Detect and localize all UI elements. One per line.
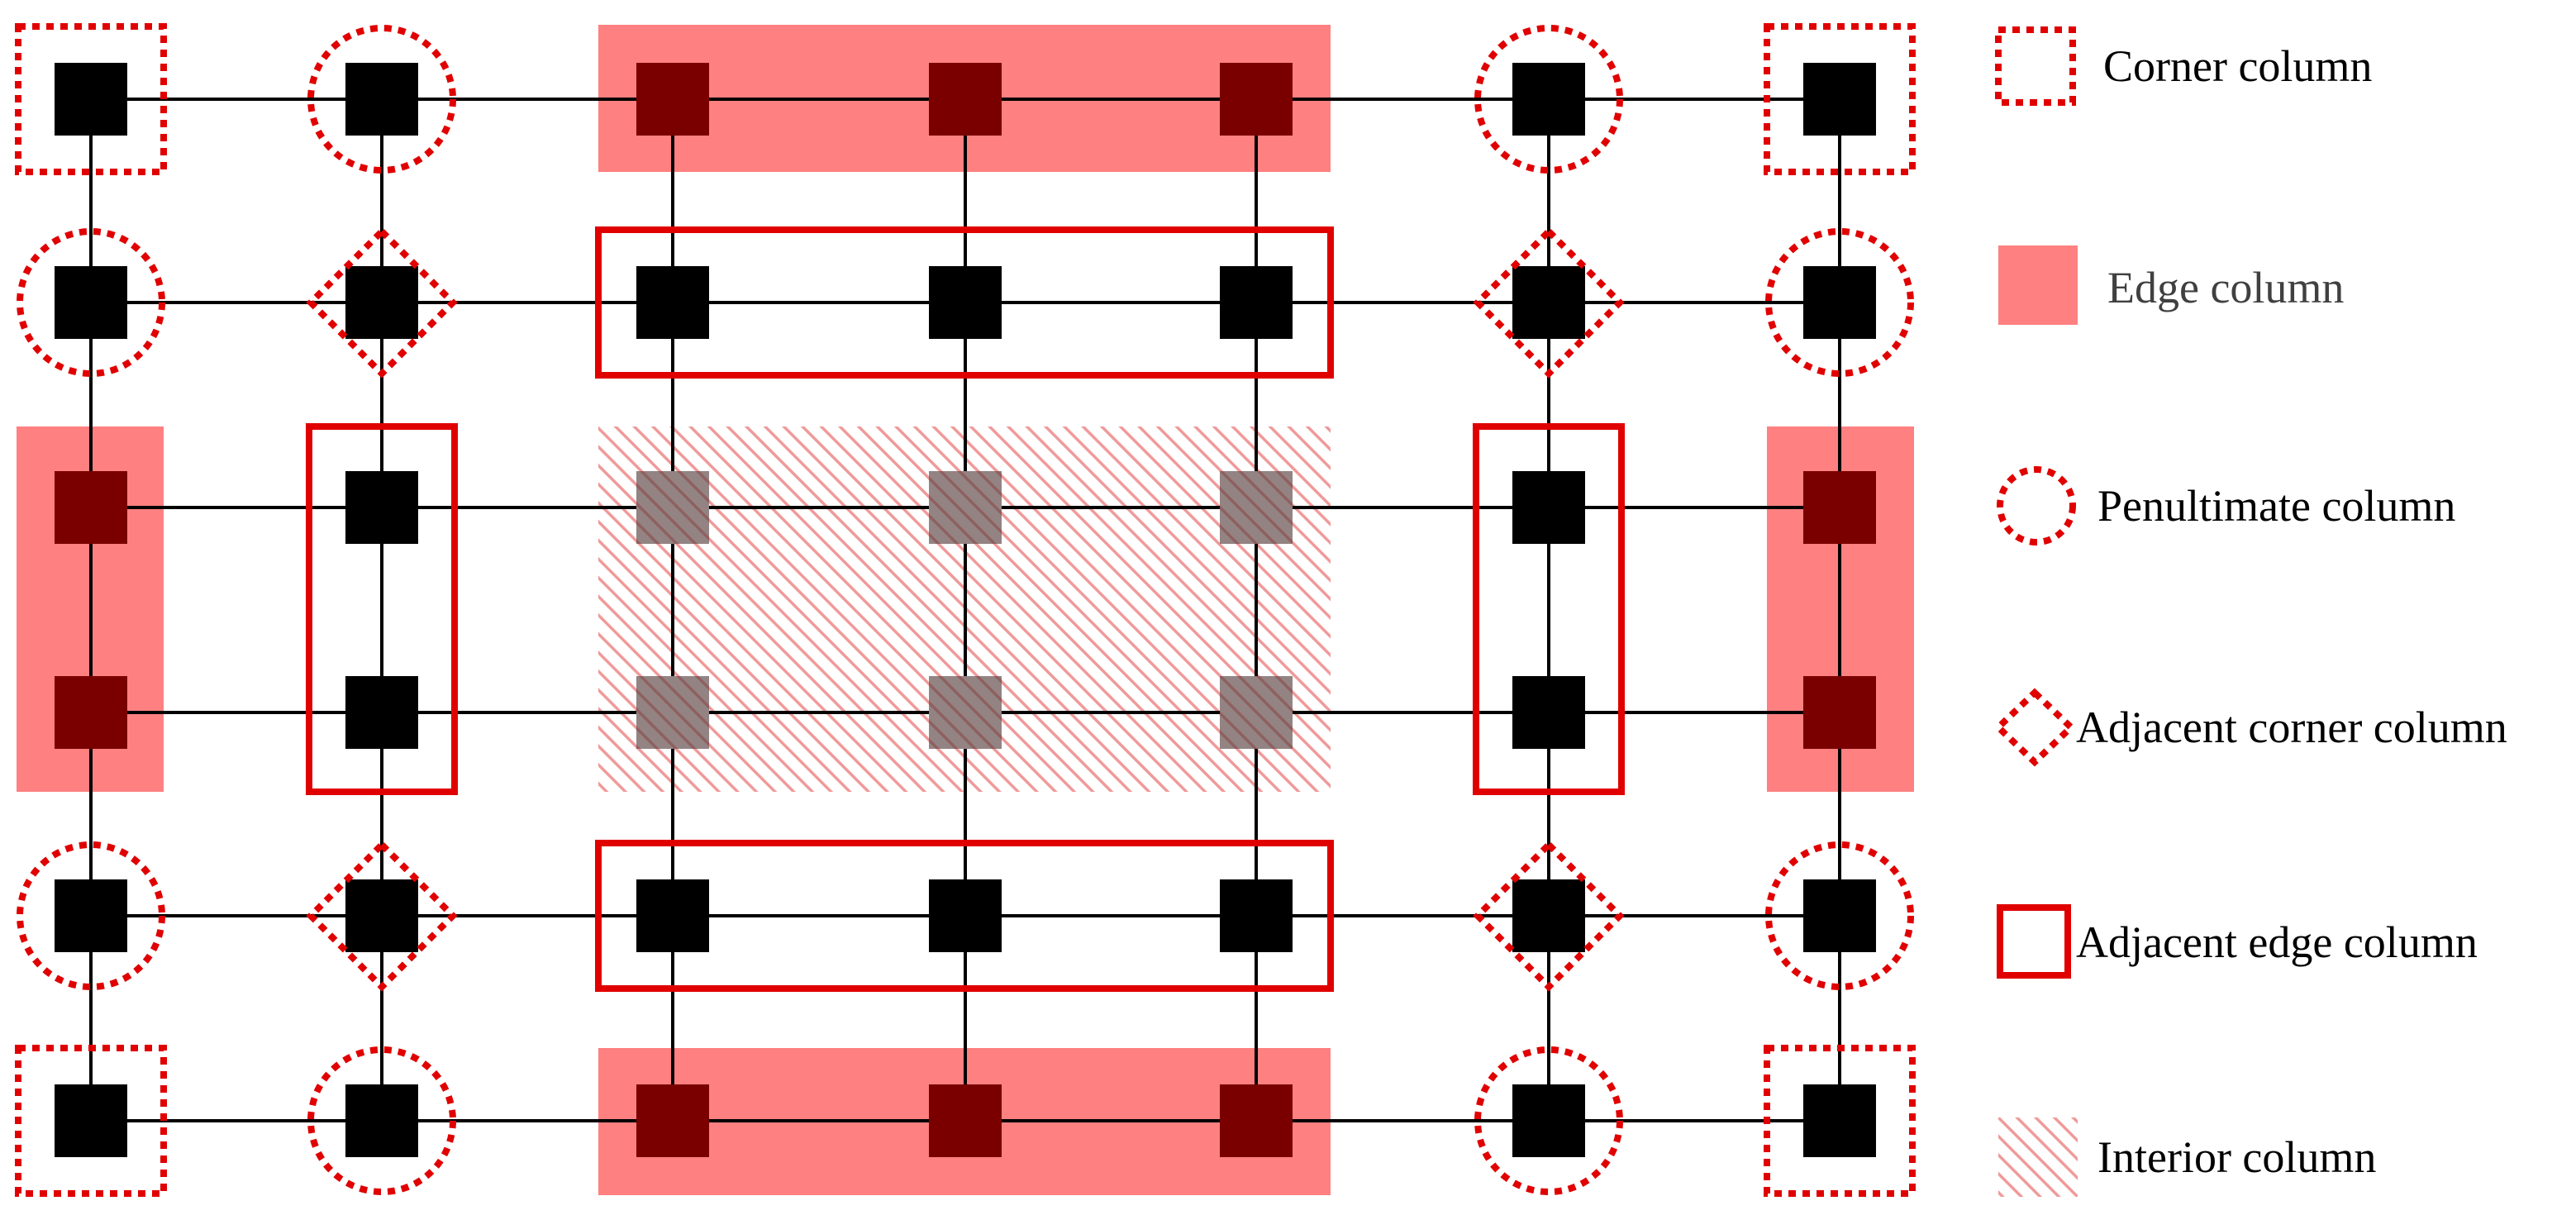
corner-marker bbox=[15, 23, 167, 175]
column-penultimate bbox=[55, 879, 127, 952]
column-interior-hatch bbox=[929, 676, 1002, 749]
column-edge bbox=[636, 1084, 709, 1157]
column-interior-hatch bbox=[929, 471, 1002, 544]
column-interior-hatch bbox=[636, 471, 709, 544]
column-edge bbox=[55, 471, 127, 544]
column-adjacent_edge bbox=[345, 676, 418, 749]
adjacent-corner-marker bbox=[1473, 226, 1625, 379]
column-corner bbox=[55, 63, 127, 136]
column-adjacent_corner bbox=[1512, 879, 1585, 952]
column-penultimate bbox=[55, 266, 127, 339]
legend-item-interior: Interior column bbox=[1998, 1117, 2376, 1197]
adjacent-corner-marker bbox=[306, 840, 458, 992]
penultimate-marker bbox=[1474, 25, 1623, 174]
column-interior-hatch bbox=[1220, 676, 1293, 749]
column-edge bbox=[636, 63, 709, 136]
column-adjacent_edge bbox=[345, 471, 418, 544]
corner-marker bbox=[15, 1045, 167, 1197]
column-edge bbox=[1220, 63, 1293, 136]
column-edge bbox=[1803, 471, 1876, 544]
column-adjacent_edge bbox=[636, 266, 709, 339]
column-adjacent_edge bbox=[1512, 676, 1585, 749]
corner-marker bbox=[1764, 23, 1916, 175]
columns bbox=[55, 63, 1876, 1157]
penultimate-marker bbox=[17, 841, 165, 990]
column-adjacent_edge bbox=[636, 879, 709, 952]
adjacent-edge-swatch-icon bbox=[1997, 904, 2071, 979]
column-interior-hatch bbox=[1220, 471, 1293, 544]
penultimate-marker bbox=[17, 228, 165, 377]
column-corner bbox=[1803, 63, 1876, 136]
corner-marker bbox=[1764, 1045, 1916, 1197]
adjacent-edge-marker-top bbox=[595, 226, 1334, 379]
column-edge bbox=[55, 676, 127, 749]
beam-lines bbox=[89, 98, 1841, 1122]
column-adjacent_edge bbox=[1220, 879, 1293, 952]
column-edge bbox=[929, 1084, 1002, 1157]
legend-item-corner: Corner column bbox=[1995, 26, 2372, 106]
corner-swatch-icon bbox=[1995, 26, 2076, 106]
penultimate-marker bbox=[1474, 1046, 1623, 1195]
penultimate-marker bbox=[307, 1046, 456, 1195]
legend-label-adjacent-corner: Adjacent corner column bbox=[2076, 703, 2507, 752]
legend-label-interior: Interior column bbox=[2097, 1132, 2376, 1182]
legend: Corner column Edge column Penultimate co… bbox=[1993, 26, 2507, 1197]
adjacent-edge-marker-right bbox=[1473, 423, 1625, 795]
column-corner bbox=[55, 1084, 127, 1157]
adjacent-corner-marker bbox=[306, 226, 458, 379]
column-edge bbox=[1220, 1084, 1293, 1157]
column-corner bbox=[1803, 1084, 1876, 1157]
column-penultimate bbox=[1512, 1084, 1585, 1157]
column-markers bbox=[15, 23, 1916, 1197]
legend-item-edge: Edge column bbox=[1998, 245, 2344, 325]
penultimate-marker bbox=[1765, 228, 1914, 377]
column-penultimate bbox=[1512, 63, 1585, 136]
column-penultimate bbox=[345, 63, 418, 136]
adjacent-edge-marker-bottom bbox=[595, 840, 1334, 992]
legend-label-corner: Corner column bbox=[2103, 41, 2372, 91]
penultimate-marker bbox=[307, 25, 456, 174]
penultimate-swatch-icon bbox=[1997, 466, 2076, 546]
legend-label-penultimate: Penultimate column bbox=[2097, 481, 2455, 531]
column-penultimate bbox=[1803, 879, 1876, 952]
interior-swatch-icon bbox=[1998, 1117, 2078, 1197]
adjacent-corner-swatch-icon bbox=[1993, 688, 2076, 767]
column-adjacent_edge bbox=[929, 879, 1002, 952]
legend-item-penultimate: Penultimate column bbox=[1997, 466, 2455, 546]
column-edge bbox=[929, 63, 1002, 136]
legend-item-adjacent-corner: Adjacent corner column bbox=[1993, 688, 2507, 767]
penultimate-marker bbox=[1765, 841, 1914, 990]
legend-label-edge: Edge column bbox=[2107, 263, 2344, 312]
column-edge bbox=[1803, 676, 1876, 749]
legend-item-adjacent-edge: Adjacent edge column bbox=[1997, 904, 2478, 979]
column-penultimate bbox=[1803, 266, 1876, 339]
column-adjacent_corner bbox=[345, 266, 418, 339]
adjacent-corner-marker bbox=[1473, 840, 1625, 992]
legend-label-adjacent-edge: Adjacent edge column bbox=[2076, 917, 2478, 967]
column-adjacent_edge bbox=[1512, 471, 1585, 544]
column-adjacent_edge bbox=[929, 266, 1002, 339]
column-adjacent_corner bbox=[345, 879, 418, 952]
column-adjacent_corner bbox=[1512, 266, 1585, 339]
adjacent-edge-marker-left bbox=[306, 423, 458, 795]
column-interior-hatch bbox=[636, 676, 709, 749]
column-adjacent_edge bbox=[1220, 266, 1293, 339]
column-penultimate bbox=[345, 1084, 418, 1157]
edge-swatch-icon bbox=[1998, 245, 2078, 325]
